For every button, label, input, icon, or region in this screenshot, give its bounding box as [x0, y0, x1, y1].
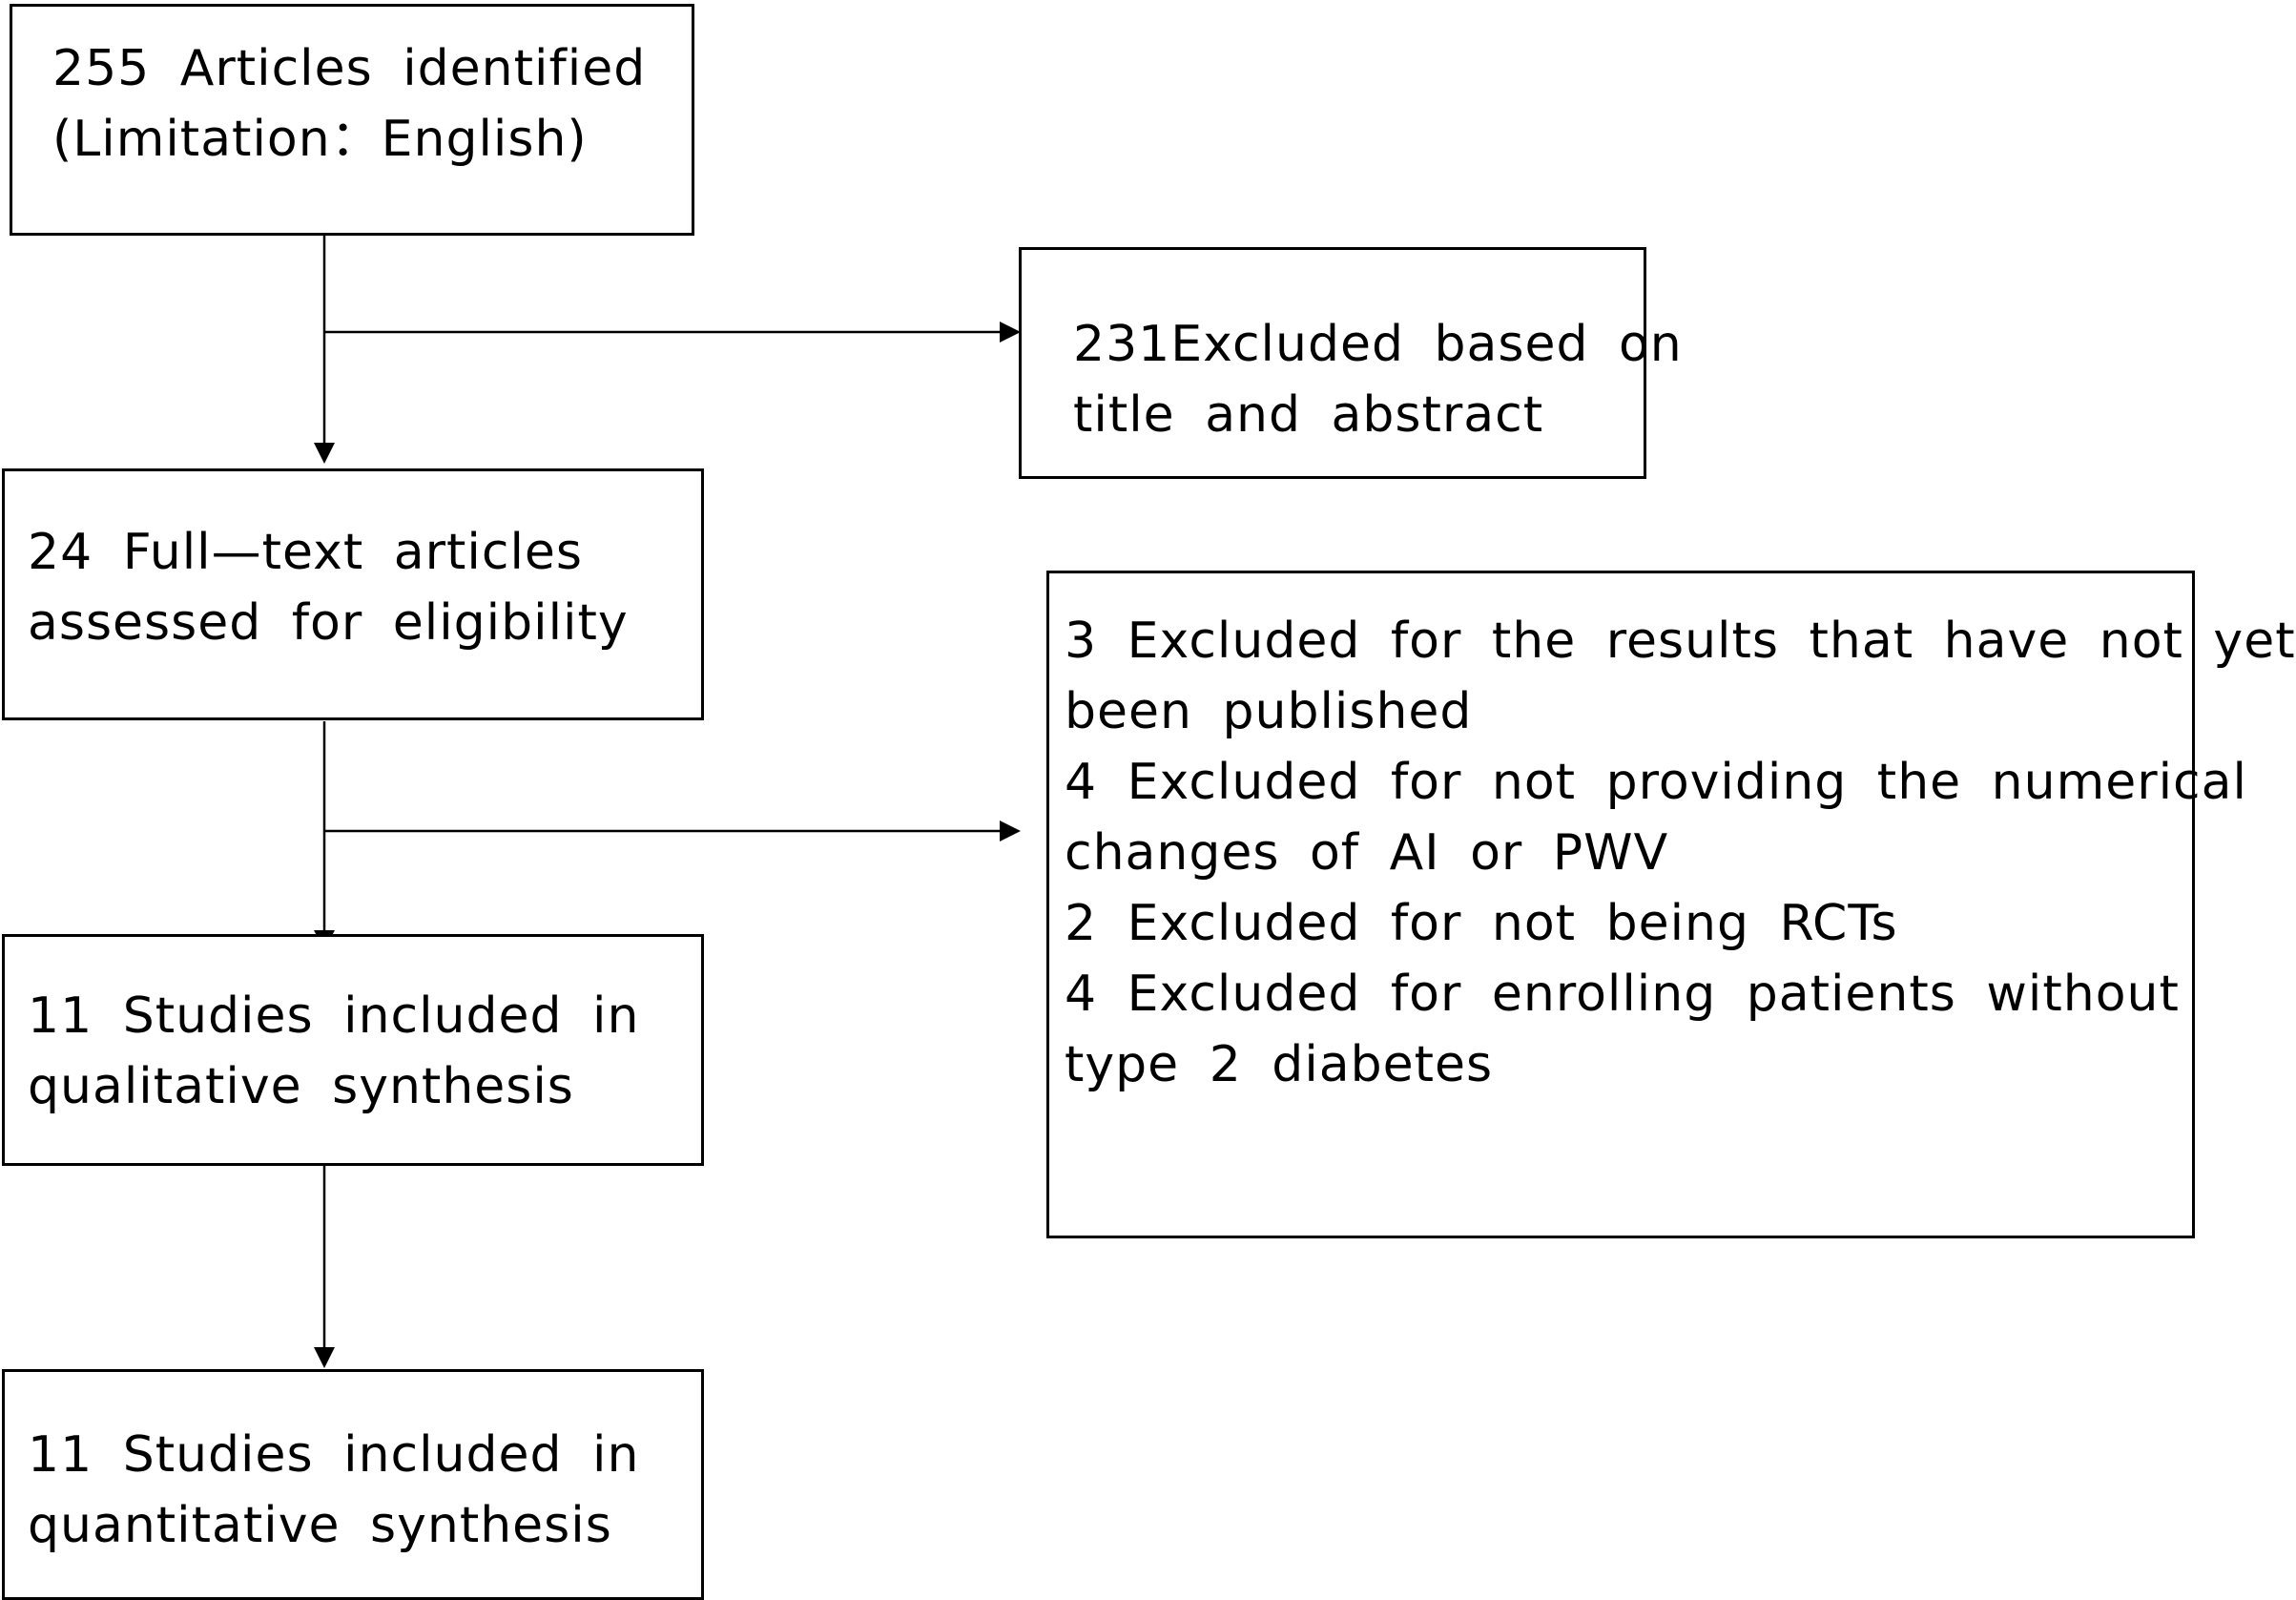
eligibility-line-1: 24 Full—text articles: [28, 524, 583, 581]
arrowhead-to-eligibility-exclusions: [1000, 821, 1021, 842]
quantitative-line-1: 11 Studies included in: [28, 1426, 640, 1484]
qualitative-text: 11 Studies included in qualitative synth…: [28, 981, 639, 1122]
eligibility-exclusions-box: 3 Excluded for the results that have not…: [1046, 571, 2295, 1238]
exclusion-line-5: 2 Excluded for not being RCTs: [1065, 895, 1898, 952]
exclusion-line-1: 3 Excluded for the results that have not…: [1065, 613, 2296, 670]
quantitative-box: 11 Studies included in quantitative synt…: [2, 1369, 704, 1600]
eligibility-line-2: assessed for eligibility: [28, 594, 629, 652]
arrowhead-to-eligibility: [314, 443, 335, 464]
exclusion-line-4: changes of AI or PWV: [1065, 824, 1669, 882]
exclusion-line-6: 4 Excluded for enrolling patients withou…: [1065, 966, 2180, 1023]
arrowhead-to-quantitative: [314, 1347, 335, 1368]
qualitative-box: 11 Studies included in qualitative synth…: [2, 934, 704, 1166]
screening-exclusion-text: 231Excluded based on title and abstract: [1073, 309, 1683, 450]
eligibility-exclusions-text: 3 Excluded for the results that have not…: [1065, 606, 2296, 1100]
screening-exclusion-line-2: title and abstract: [1073, 386, 1544, 444]
exclusion-line-2: been published: [1065, 683, 1473, 740]
quantitative-line-2: quantitative synthesis: [28, 1497, 612, 1554]
qualitative-line-1: 11 Studies included in: [28, 987, 640, 1045]
qualitative-line-2: qualitative synthesis: [28, 1058, 574, 1115]
identification-line-2: (Limitation：English): [52, 111, 588, 168]
identification-text: 255 Articles identified (Limitation：Engl…: [52, 33, 646, 175]
identification-line-1: 255 Articles identified: [52, 40, 647, 97]
exclusion-line-3: 4 Excluded for not providing the numeric…: [1065, 754, 2247, 811]
quantitative-text: 11 Studies included in quantitative synt…: [28, 1420, 639, 1561]
screening-exclusion-line-1: 231Excluded based on: [1073, 316, 1683, 373]
arrowhead-to-screening-exclusion: [1000, 322, 1021, 343]
screening-exclusion-box: 231Excluded based on title and abstract: [1019, 247, 1682, 479]
eligibility-text: 24 Full—text articles assessed for eligi…: [28, 517, 629, 658]
eligibility-box: 24 Full—text articles assessed for eligi…: [2, 468, 704, 720]
exclusion-line-7: type 2 diabetes: [1065, 1036, 1494, 1093]
identification-box: 255 Articles identified (Limitation：Engl…: [10, 4, 694, 236]
